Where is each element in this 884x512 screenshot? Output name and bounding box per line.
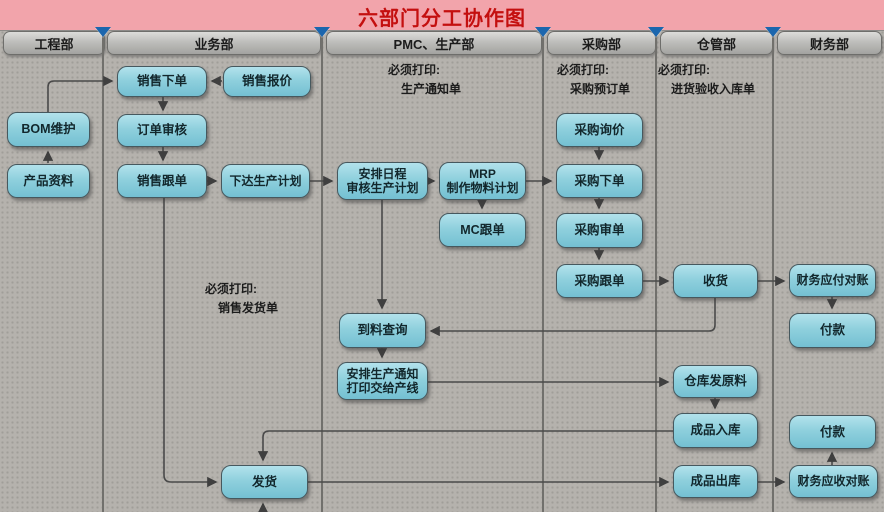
node-sales-order: 销售下单: [117, 66, 207, 97]
node-label: 仓库发原料: [684, 374, 747, 388]
connector-receive-to-arrival-query: [429, 298, 716, 337]
column-divider: [321, 30, 323, 512]
node-label: 订单审核: [136, 123, 187, 137]
node-purchase-follow: 采购跟单: [556, 264, 643, 298]
dept-tab-business: 业务部: [107, 31, 321, 55]
triangle-marker-icon: [314, 27, 330, 37]
node-issue-production-plan: 下达生产计划: [221, 164, 310, 198]
node-label: 销售报价: [241, 74, 292, 88]
connector-sales-follow-to-ship: [163, 198, 218, 488]
node-label: 财务应付对账: [796, 273, 869, 288]
node-purchase-review: 采购审单: [556, 213, 643, 248]
node-label: 制作物料计划: [446, 181, 519, 195]
note-must-print-production-notice: 必须打印: 生产通知单: [388, 61, 461, 98]
dept-tab-label: 仓管部: [696, 36, 736, 52]
node-ap-reconciliation: 财务应付对账: [789, 264, 876, 297]
node-label: BOM维护: [21, 122, 76, 136]
note-line: 必须打印:: [388, 63, 440, 77]
triangle-marker-icon: [95, 27, 111, 37]
note-line: 生产通知单: [401, 81, 462, 96]
dept-tab-label: 工程部: [34, 36, 74, 52]
triangle-marker-icon: [765, 27, 781, 37]
node-label: 产品资料: [23, 173, 74, 188]
note-line: 必须打印:: [557, 63, 609, 77]
node-label: 付款: [819, 323, 845, 337]
node-production-notice: 安排生产通知 打印交给产线: [337, 362, 428, 400]
triangle-marker-icon: [535, 27, 551, 37]
node-label: 安排日程: [358, 166, 407, 181]
node-finished-goods-in: 成品入库: [673, 413, 758, 448]
node-label: 采购审单: [574, 223, 625, 237]
node-schedule-review-plan: 安排日程 审核生产计划: [337, 162, 428, 200]
node-product-data: 产品资料: [7, 164, 90, 198]
dept-tab-warehouse: 仓管部: [660, 31, 773, 55]
note-line: 进货验收入库单: [671, 81, 756, 96]
node-label: 成品入库: [690, 423, 741, 437]
note-must-print-sales-delivery: 必须打印: 销售发货单: [205, 280, 278, 317]
page-title: 六部门分工协作图: [358, 8, 526, 30]
note-line: 采购预订单: [570, 81, 631, 96]
node-label: MRP: [469, 166, 496, 181]
node-label: 发货: [251, 474, 277, 489]
node-label: 销售跟单: [136, 173, 187, 188]
node-sales-follow: 销售跟单: [117, 164, 207, 198]
node-finished-goods-out: 成品出库: [673, 465, 758, 498]
node-bom-maintenance: BOM维护: [7, 112, 90, 147]
dept-tab-label: 财务部: [809, 36, 849, 52]
node-label: 审核生产计划: [346, 181, 419, 195]
node-label: 采购询价: [574, 122, 625, 137]
node-warehouse-issue-material: 仓库发原料: [673, 365, 758, 398]
note-must-print-purchase-preorder: 必须打印: 采购预订单: [557, 61, 630, 98]
node-mc-follow: MC跟单: [439, 213, 526, 247]
node-label: 收货: [702, 273, 728, 288]
dept-tab-finance: 财务部: [777, 31, 882, 55]
node-purchase-inquiry: 采购询价: [556, 113, 643, 147]
node-payment-ar: 付款: [789, 415, 876, 449]
node-order-review: 订单审核: [117, 114, 207, 147]
dept-tab-engineering: 工程部: [3, 31, 105, 55]
node-label: 销售下单: [136, 74, 187, 88]
column-divider: [655, 30, 657, 512]
node-sales-quote: 销售报价: [223, 66, 311, 97]
node-receive-goods: 收货: [673, 264, 758, 298]
dept-tab-purchasing: 采购部: [547, 31, 656, 55]
title-banner: [0, 0, 884, 31]
dept-tab-pmc-production: PMC、生产部: [326, 31, 542, 55]
column-divider: [542, 30, 544, 512]
node-ar-reconciliation: 财务应收对账: [789, 465, 878, 498]
node-mrp-material-plan: MRP 制作物料计划: [439, 162, 526, 200]
node-label: 安排生产通知: [346, 366, 419, 381]
node-label: MC跟单: [460, 222, 505, 237]
node-label: 采购跟单: [574, 273, 625, 288]
node-ship: 发货: [221, 465, 308, 499]
dept-tab-label: PMC、生产部: [393, 36, 475, 52]
note-line: 必须打印:: [205, 282, 257, 296]
note-must-print-receiving-slip: 必须打印: 进货验收入库单: [658, 61, 755, 98]
dept-tab-label: 采购部: [581, 36, 621, 52]
connector-finished-in-to-ship: [257, 430, 673, 462]
column-divider: [772, 30, 774, 512]
node-label: 到料查询: [357, 323, 408, 337]
node-label: 付款: [819, 424, 845, 439]
note-line: 销售发货单: [218, 300, 279, 315]
node-payment-ap: 付款: [789, 313, 876, 348]
column-divider: [102, 30, 104, 512]
note-line: 必须打印:: [658, 63, 710, 77]
dept-tab-label: 业务部: [194, 36, 234, 52]
node-label: 打印交给产线: [346, 381, 419, 395]
node-label: 采购下单: [574, 173, 625, 188]
node-label: 下达生产计划: [229, 173, 302, 188]
triangle-marker-icon: [648, 27, 664, 37]
node-label: 成品出库: [690, 474, 741, 488]
node-purchase-order: 采购下单: [556, 164, 643, 198]
node-label: 财务应收对账: [797, 474, 870, 489]
node-arrival-query: 到料查询: [339, 313, 426, 348]
